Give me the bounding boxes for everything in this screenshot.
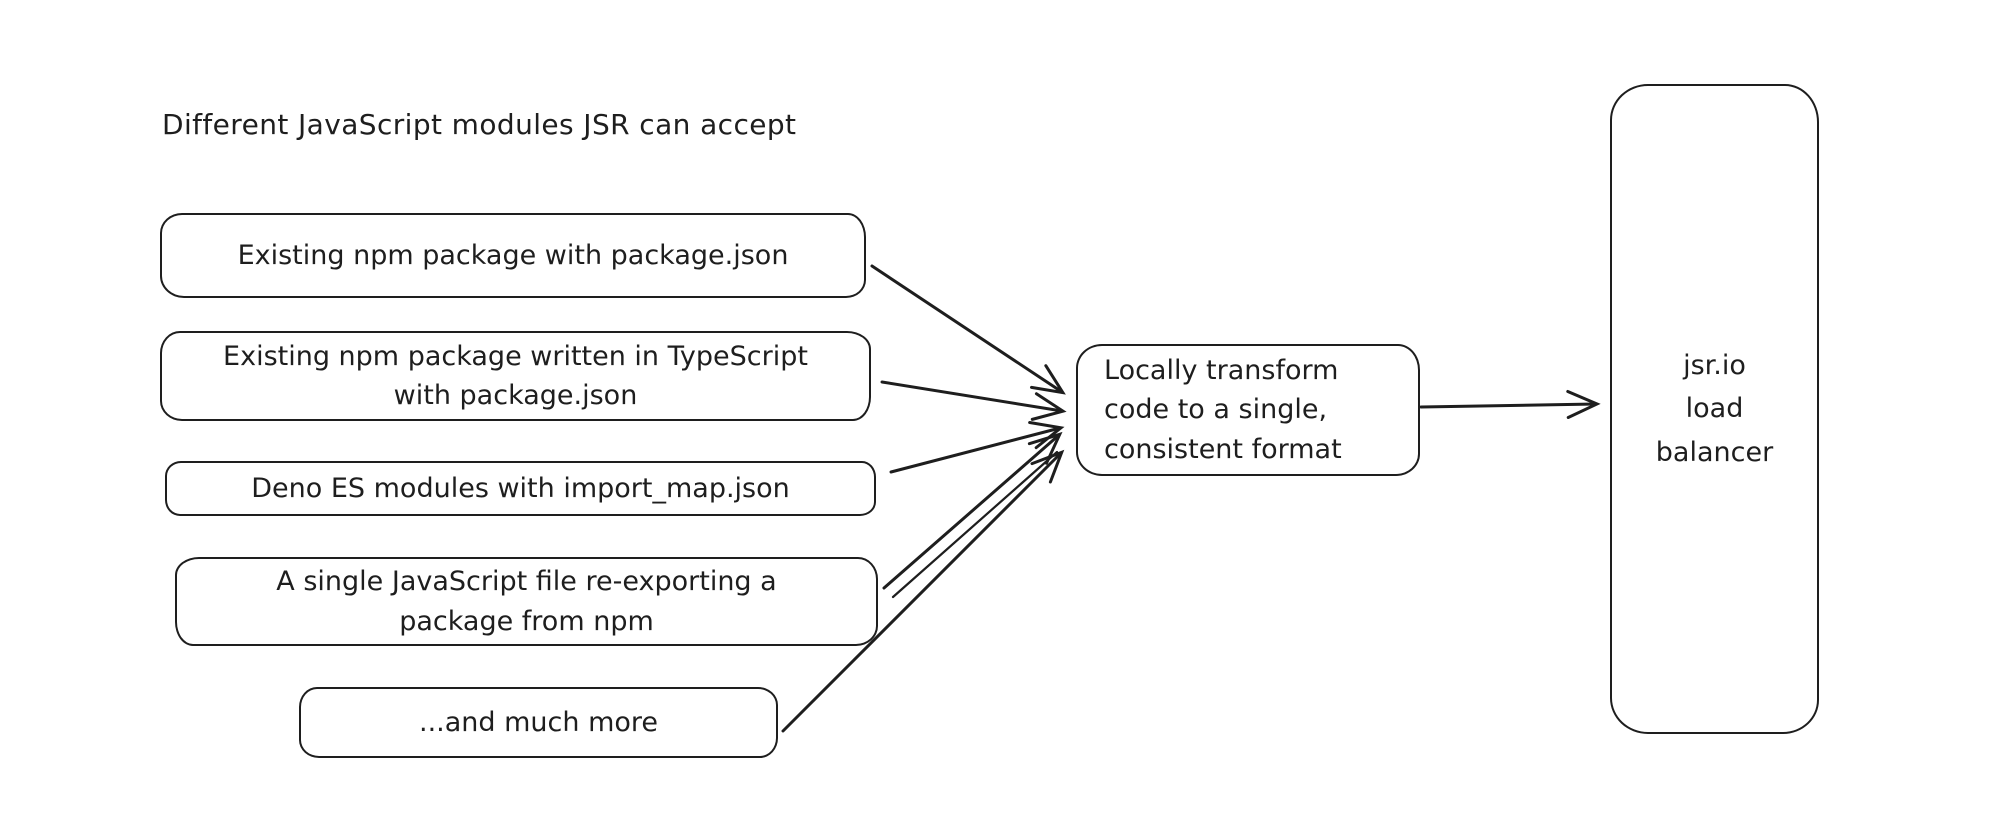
source-node-label: ...and much more [418,706,659,738]
arrow-existing-npm-to-transform [870,264,1066,395]
load-balancer-node: jsr.io load balancer [1610,84,1819,734]
source-node-npm-package-typescript: Existing npm package written in TypeScri… [160,331,871,421]
arrow-single-file-to-transform [882,431,1063,590]
source-node-label: Deno ES modules with import_map.json [251,472,790,504]
transform-node-label: Locally transform code to a single, cons… [1104,355,1342,465]
arrow-deno-to-transform [889,420,1065,474]
source-node-label: A single JavaScript file re-exporting a … [276,566,777,637]
source-node-label: Existing npm package written in TypeScri… [223,340,808,411]
arrow-typescript-to-transform [880,380,1067,421]
source-node-and-much-more: ...and much more [299,687,778,758]
source-node-existing-npm-package: Existing npm package with package.json [160,213,866,298]
source-node-single-js-file: A single JavaScript file re-exporting a … [175,557,878,646]
transform-node: Locally transform code to a single, cons… [1076,344,1420,476]
diagram-title: Different JavaScript modules JSR can acc… [162,108,797,141]
source-node-label: Existing npm package with package.json [237,239,789,271]
source-node-deno-es-modules: Deno ES modules with import_map.json [165,461,876,516]
arrow-single-file-sketch-stroke [891,450,1059,599]
arrow-transform-to-load-balancer [1419,389,1601,419]
load-balancer-label: jsr.io load balancer [1655,350,1774,468]
